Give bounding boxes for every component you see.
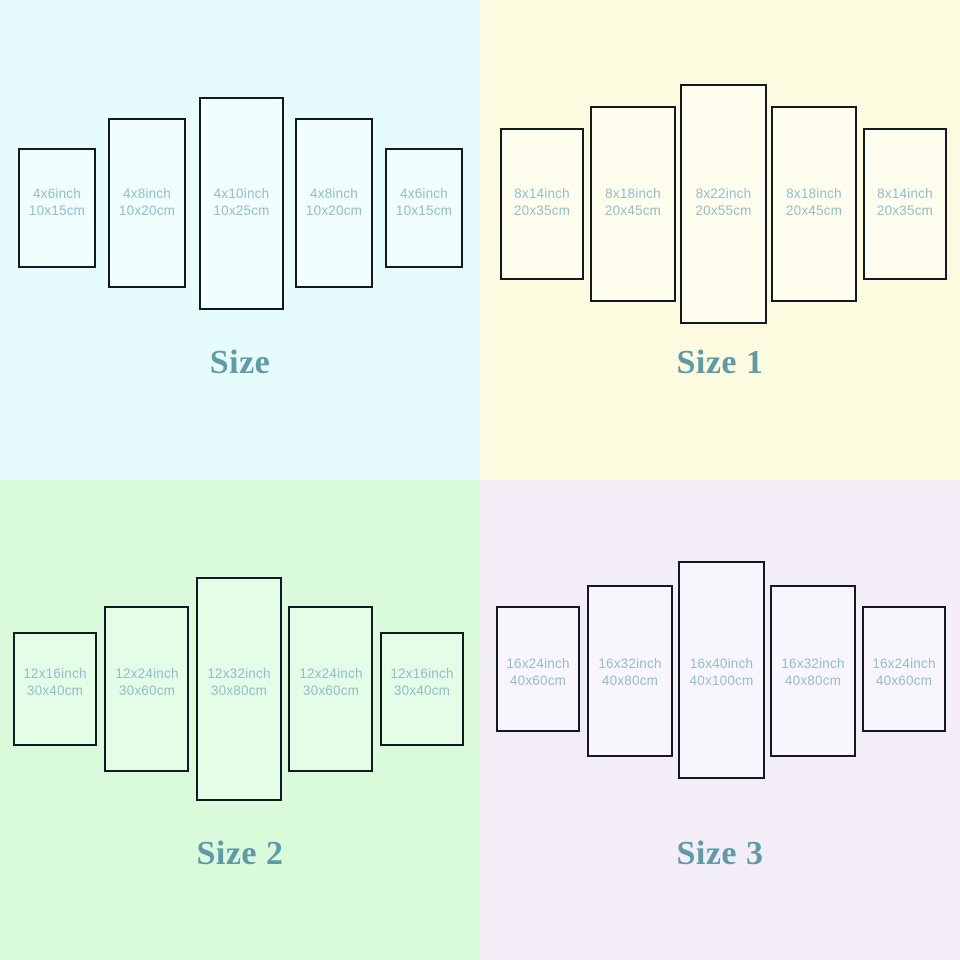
panel-cluster: 12x16inch 30x40cm 12x24inch 30x60cm 12x3… (0, 480, 480, 810)
panel-2 (104, 606, 189, 772)
panel-cluster: 16x24inch 40x60cm 16x32inch 40x80cm 16x4… (480, 480, 960, 810)
panel-5 (385, 148, 463, 268)
panel-4 (770, 585, 856, 757)
panel-cluster: 4x6inch 10x15cm 4x8inch 10x20cm 4x10inch… (0, 0, 480, 330)
quadrant-title: Size 1 (676, 344, 764, 381)
panel-4 (771, 106, 857, 302)
panel-5 (380, 632, 464, 746)
size-option-size-2[interactable]: 12x16inch 30x40cm 12x24inch 30x60cm 12x3… (0, 480, 480, 960)
panel-1 (18, 148, 96, 268)
quadrant-title: Size 2 (196, 835, 284, 872)
panel-3 (196, 577, 282, 801)
panel-1 (500, 128, 584, 280)
panel-2 (108, 118, 186, 288)
panel-2 (590, 106, 676, 302)
panel-3 (680, 84, 767, 324)
quadrant-title: Size (209, 344, 271, 381)
quadrant-title: Size 3 (676, 835, 764, 872)
panel-1 (496, 606, 580, 732)
panel-5 (862, 606, 946, 732)
size-option-size-3[interactable]: 16x24inch 40x60cm 16x32inch 40x80cm 16x4… (480, 480, 960, 960)
panel-3 (678, 561, 765, 779)
panel-4 (295, 118, 373, 288)
panel-2 (587, 585, 673, 757)
panel-cluster: 8x14inch 20x35cm 8x18inch 20x45cm 8x22in… (480, 0, 960, 330)
size-option-size-1[interactable]: 8x14inch 20x35cm 8x18inch 20x45cm 8x22in… (480, 0, 960, 480)
panel-4 (288, 606, 373, 772)
panel-1 (13, 632, 97, 746)
panel-3 (199, 97, 284, 310)
panel-5 (863, 128, 947, 280)
size-option-size[interactable]: 4x6inch 10x15cm 4x8inch 10x20cm 4x10inch… (0, 0, 480, 480)
